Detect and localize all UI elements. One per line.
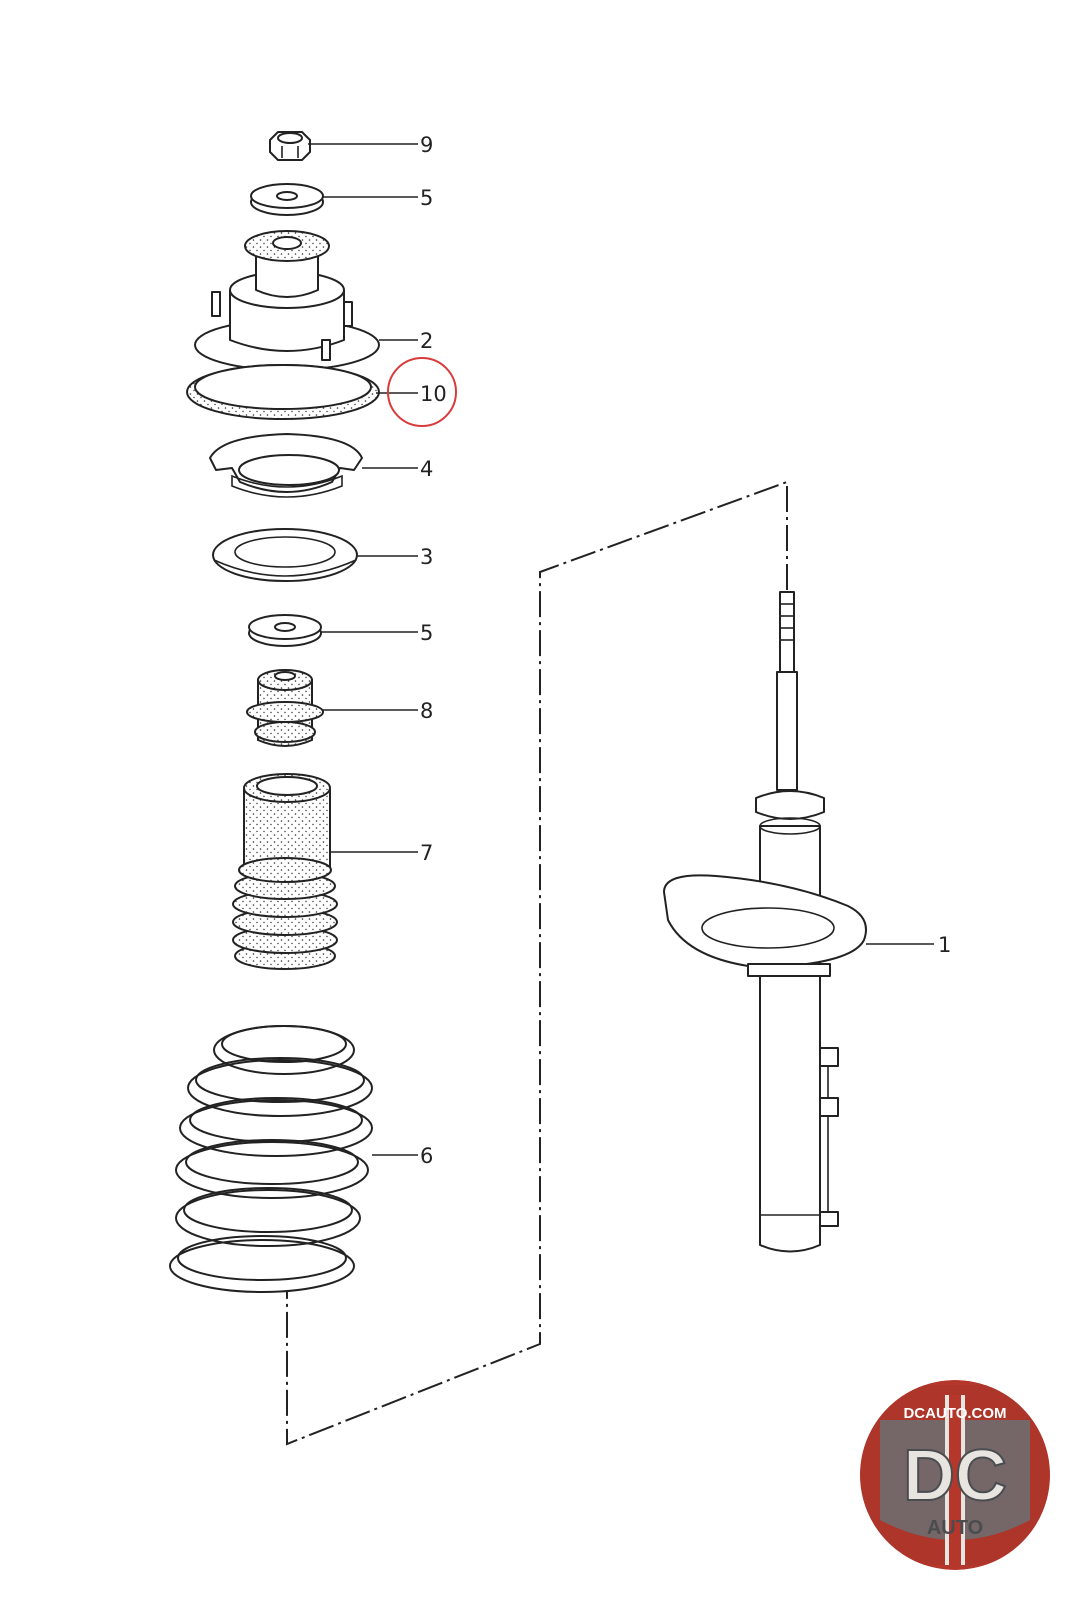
callout-5-lower: 5: [420, 621, 433, 645]
callout-6: 6: [420, 1144, 433, 1168]
boot-bellows: [232, 857, 338, 970]
rod-thread: [780, 603, 794, 641]
callout-4: 4: [420, 457, 433, 481]
dcauto-logo: DCAUTO.COM DC AUTO: [860, 1380, 1050, 1570]
logo-domain: DCAUTO.COM: [903, 1405, 1006, 1422]
highlight-circle: [387, 357, 457, 427]
part-10-gasket: [186, 364, 380, 420]
part-7-dust-boot: [232, 773, 338, 970]
callout-7: 7: [420, 841, 433, 865]
logo-letters: DC: [903, 1436, 1007, 1516]
part-3-bearing: [212, 528, 358, 582]
callout-10: 10: [420, 382, 447, 406]
part-1-strut: [663, 591, 867, 1253]
leader-lines: [308, 143, 934, 1156]
part-8-bump-stop: [246, 669, 324, 747]
callout-5-upper: 5: [420, 186, 433, 210]
mount-studs: [211, 291, 353, 361]
part-2-strut-mount: [194, 230, 380, 371]
part-6-coil-spring: [169, 1025, 373, 1293]
callout-3: 3: [420, 545, 433, 569]
brake-line-brackets: [819, 1047, 839, 1227]
part-5-lower-washer: [248, 614, 322, 647]
callout-8: 8: [420, 699, 433, 723]
logo-word: AUTO: [927, 1517, 983, 1539]
callout-labels: 9 5 2 10 4 3 5 8 7 1 6: [420, 133, 951, 1168]
callout-9: 9: [420, 133, 433, 157]
callout-1: 1: [938, 933, 951, 957]
callout-2: 2: [420, 329, 433, 353]
part-9-nut: [269, 131, 311, 161]
assembly-axis-line: [286, 480, 788, 1446]
part-4-spring-seat: [209, 433, 363, 498]
part-5-upper-washer: [250, 183, 324, 216]
